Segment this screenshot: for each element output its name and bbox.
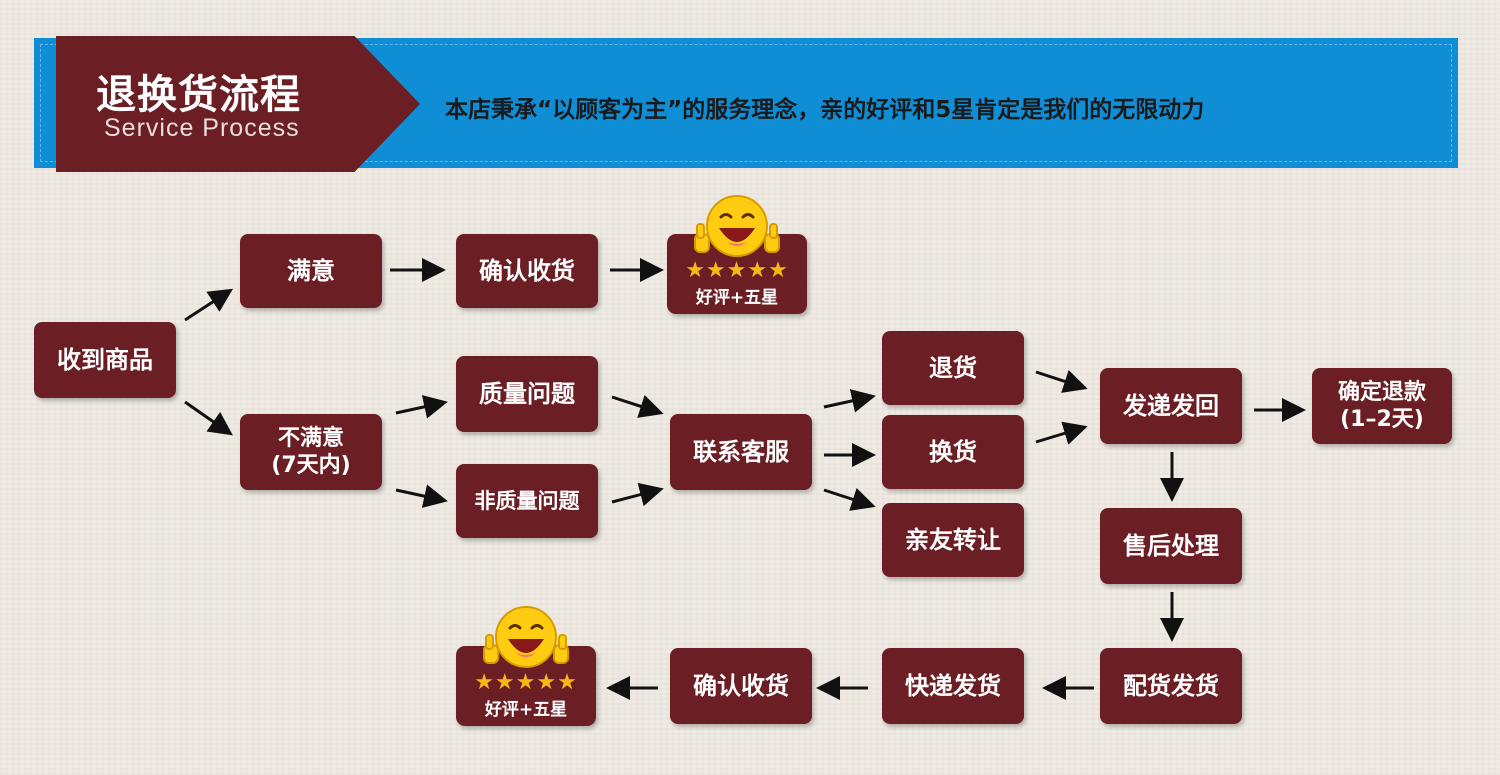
arrow-unsatisfied-nonquality: [395, 484, 448, 508]
reward-label: 好评+五星: [484, 700, 568, 720]
node-satisfied: 满意: [240, 234, 382, 308]
node-aftersale: 售后处理: [1100, 508, 1242, 584]
node-unsatisfied: 不满意 (7天内): [240, 414, 382, 490]
node-non-quality: 非质量问题: [456, 464, 598, 538]
smiley-thumbs-up-icon: [694, 195, 780, 257]
slogan-text: 本店秉承“以顾客为主”的服务理念，亲的好评和5星肯定是我们的无限动力: [445, 97, 1205, 123]
arrow-exchange-sendback: [1035, 421, 1088, 445]
page-subtitle: Service Process: [104, 114, 300, 142]
node-ship: 配货发货: [1100, 648, 1242, 724]
smiley-thumbs-up-icon: [483, 606, 569, 668]
node-refund: 确定退款 (1–2天): [1312, 368, 1452, 444]
arrow-receive-satisfied: [184, 288, 234, 322]
arrow-unsatisfied-quality: [395, 395, 448, 419]
node-exchange: 换货: [882, 415, 1024, 489]
node-confirm-bottom: 确认收货: [670, 648, 812, 724]
arrow-nonquality-contact: [611, 482, 664, 507]
arrow-contact-transfer: [823, 488, 876, 511]
node-return: 退货: [882, 331, 1024, 405]
arrow-return-sendback: [1035, 370, 1088, 393]
node-express: 快递发货: [882, 648, 1024, 724]
node-confirm-top: 确认收货: [456, 234, 598, 308]
node-contact: 联系客服: [670, 414, 812, 490]
star-icon: ★★★★★: [685, 258, 789, 283]
node-quality: 质量问题: [456, 356, 598, 432]
arrow-contact-return: [823, 389, 876, 413]
node-transfer: 亲友转让: [882, 503, 1024, 577]
arrow-receive-unsatisfied: [184, 400, 233, 436]
node-receive: 收到商品: [34, 322, 176, 398]
node-send-back: 发递发回: [1100, 368, 1242, 444]
arrow-quality-contact: [611, 395, 664, 418]
page-title: 退换货流程: [96, 72, 301, 118]
reward-label: 好评+五星: [695, 288, 779, 308]
title-block: [56, 36, 420, 172]
star-icon: ★★★★★: [474, 670, 578, 695]
